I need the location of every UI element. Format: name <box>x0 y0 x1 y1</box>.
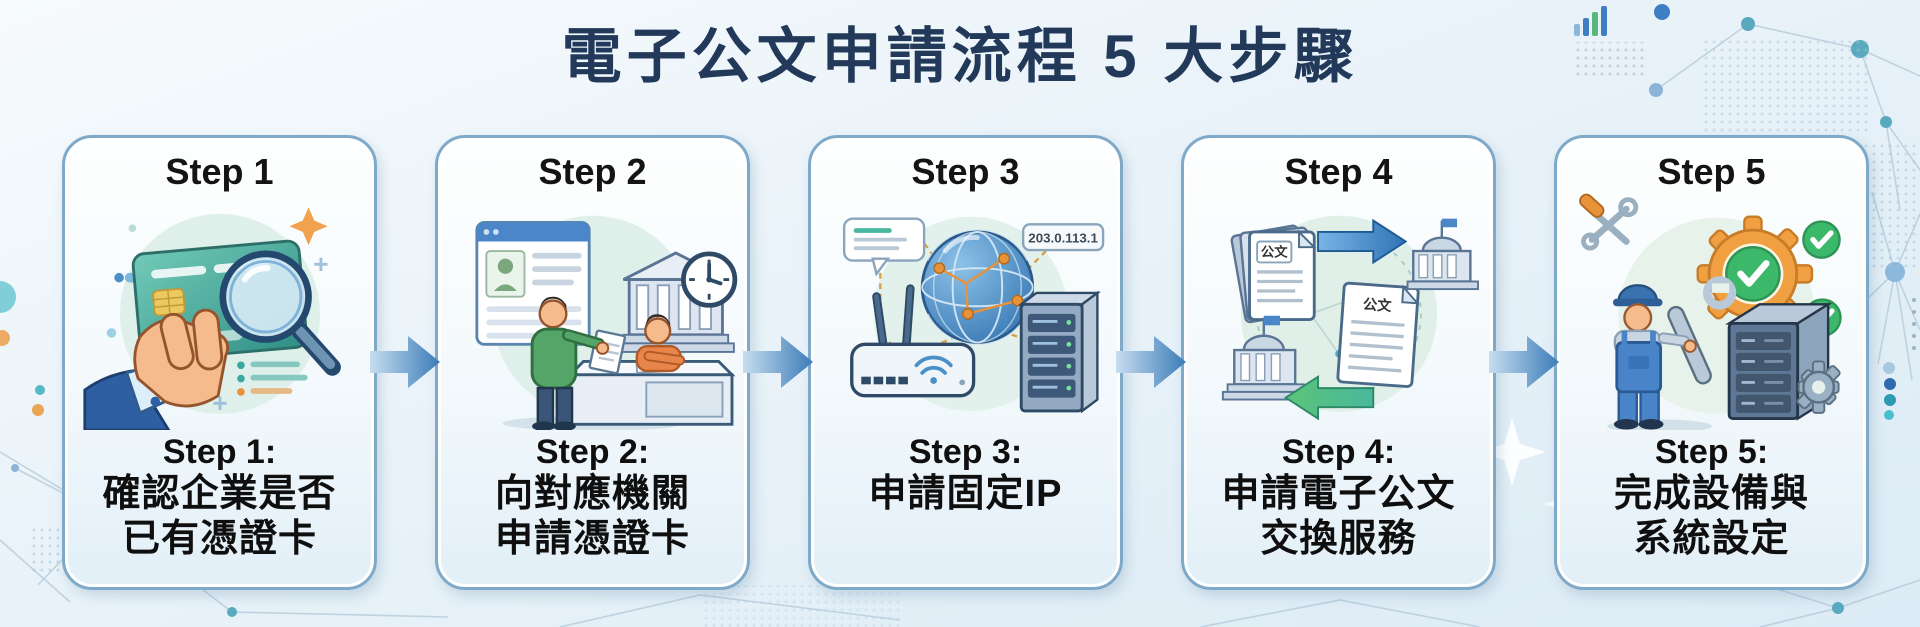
server-icon <box>1017 290 1101 413</box>
document-label-text: 公文 <box>1362 295 1392 315</box>
step-label: Step 1: <box>162 432 277 471</box>
step-label: Step 3: <box>908 432 1023 471</box>
ip-address-badge: 203.0.113.1 <box>1021 222 1104 251</box>
step-text-line: 申請固定IP <box>868 473 1063 516</box>
browser-window-icon <box>474 220 591 346</box>
step-header: Step 3 <box>911 151 1020 192</box>
government-building-bottom-icon <box>1221 315 1309 401</box>
flow-arrow-icon <box>370 336 440 388</box>
step-card-4: Step 4 <box>1181 135 1496 590</box>
checklist-lines <box>236 361 308 396</box>
ip-address-text: 203.0.113.1 <box>1028 230 1098 245</box>
counter-application-icon <box>474 215 737 430</box>
step-text-line: 交換服務 <box>1260 517 1417 560</box>
step-label: Step 5: <box>1654 432 1769 471</box>
step-text-line: 確認企業是否 <box>102 473 337 516</box>
flag-icon <box>1441 218 1457 227</box>
step-card-2: Step 2 <box>435 135 750 590</box>
step-text-line: 申請憑證卡 <box>494 517 690 560</box>
steps-row: Step 1 <box>62 135 1869 590</box>
step-card-5: Step 5 <box>1554 135 1869 590</box>
step4-illustration: 公文 公文 <box>1189 192 1489 430</box>
router-icon <box>849 283 975 397</box>
step-text-line: 向對應機關 <box>494 473 690 516</box>
chat-bubble-icon <box>842 217 925 277</box>
clerk-person-icon <box>635 313 685 372</box>
government-building-top-icon <box>1406 218 1479 290</box>
globe-icon <box>920 228 1034 345</box>
step-text-line: 完成設備與 <box>1613 473 1809 516</box>
star-icon <box>288 206 328 245</box>
applicant-person-icon <box>530 296 626 430</box>
step-header: Step 1 <box>165 151 274 192</box>
step2-illustration <box>443 192 743 430</box>
hand-icon <box>82 308 229 430</box>
clock-icon <box>680 251 737 308</box>
edge-accent-dots <box>0 281 1916 420</box>
step-card-3: Step 3 <box>808 135 1123 590</box>
sparkle-dots <box>106 206 328 410</box>
step-text-line: 系統設定 <box>1633 517 1790 560</box>
step-card-1: Step 1 <box>62 135 377 590</box>
magnifier-icon <box>219 250 341 376</box>
document-stack-icon: 公文 <box>1230 224 1317 323</box>
crossed-tools-icon <box>1578 193 1638 251</box>
document-icon: 公文 <box>1335 281 1420 388</box>
flow-arrow-icon <box>743 336 813 388</box>
step5-illustration <box>1562 192 1862 430</box>
flow-arrow-icon <box>1489 336 1559 388</box>
fixed-ip-network-icon: 203.0.113.1 <box>842 216 1104 413</box>
setup-complete-icon <box>1578 193 1842 430</box>
step3-illustration: 203.0.113.1 <box>816 192 1116 430</box>
exchange-arrow-left-icon <box>1283 374 1374 420</box>
small-gear-icon <box>1796 360 1841 414</box>
step-text-line: 申請電子公文 <box>1221 473 1456 516</box>
step-header: Step 5 <box>1657 151 1766 192</box>
technician-icon <box>1612 275 1736 430</box>
wifi-icon <box>914 355 953 375</box>
page-title: 電子公文申請流程 5 大步驟 <box>561 23 1359 90</box>
step-header: Step 4 <box>1284 151 1393 192</box>
document-exchange-icon: 公文 公文 <box>1221 215 1479 420</box>
flag-icon <box>1263 315 1280 325</box>
step-header: Step 2 <box>538 151 647 192</box>
step-label: Step 4: <box>1281 432 1396 471</box>
step1-illustration <box>70 192 370 430</box>
flow-arrow-icon <box>1116 336 1186 388</box>
document-label-text: 公文 <box>1260 243 1287 259</box>
certificate-card-check-icon <box>82 206 341 430</box>
cap-icon <box>1617 283 1658 302</box>
check-circle-icon <box>1801 219 1841 259</box>
exchange-arrow-right-icon <box>1316 218 1407 264</box>
bar-chart-icon <box>1574 6 1607 36</box>
step-text-line: 已有憑證卡 <box>121 517 317 560</box>
step-label: Step 2: <box>535 432 650 471</box>
